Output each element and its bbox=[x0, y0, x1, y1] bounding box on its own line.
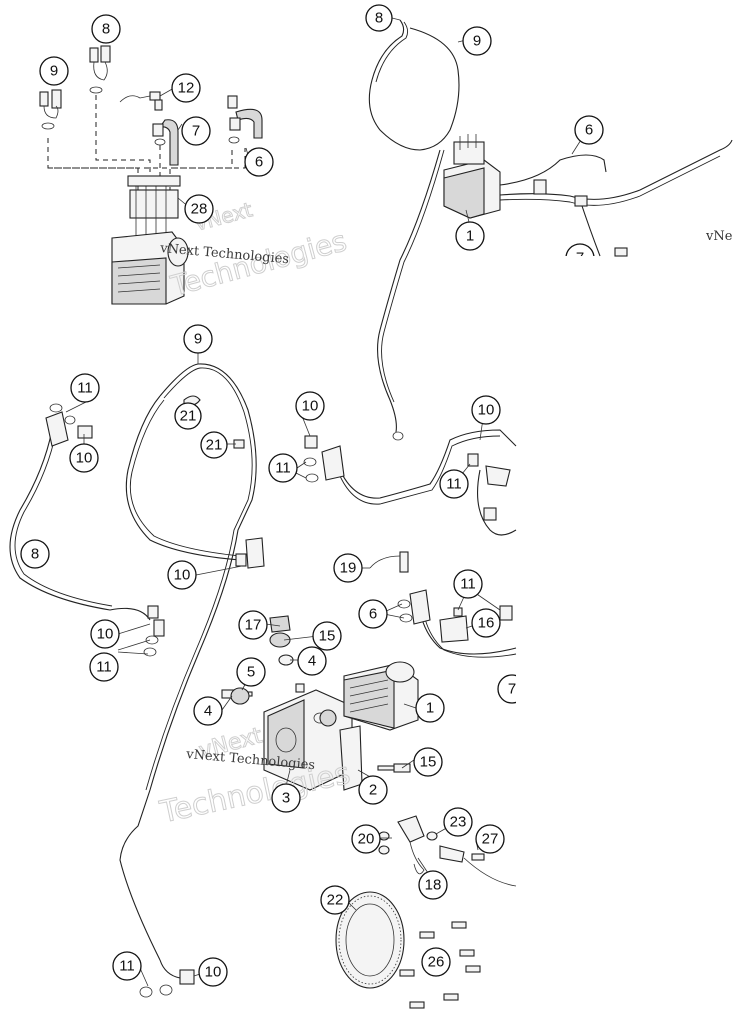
svg-text:21: 21 bbox=[206, 437, 223, 454]
svg-text:11: 11 bbox=[460, 576, 476, 593]
callout-19[interactable]: 11 bbox=[439, 469, 469, 499]
svg-text:17: 17 bbox=[245, 617, 262, 634]
callout-10[interactable]: 10 bbox=[69, 443, 99, 473]
callout-7[interactable]: 7 bbox=[181, 116, 211, 146]
svg-text:7: 7 bbox=[576, 250, 584, 267]
svg-text:20: 20 bbox=[358, 831, 375, 848]
callout-11[interactable]: 11 bbox=[268, 453, 298, 483]
callout-1[interactable]: 1 bbox=[455, 221, 485, 251]
callout-17[interactable]: 16 bbox=[471, 608, 501, 638]
main-view bbox=[9, 363, 517, 1009]
svg-text:10: 10 bbox=[76, 450, 93, 467]
callout-5[interactable]: 4 bbox=[297, 646, 327, 676]
top-left-inset bbox=[39, 45, 263, 305]
callout-16[interactable]: 11 bbox=[453, 569, 483, 599]
svg-text:12: 12 bbox=[178, 80, 195, 97]
svg-text:10: 10 bbox=[478, 402, 495, 419]
callout-2[interactable]: 2 bbox=[358, 775, 388, 805]
svg-text:9: 9 bbox=[50, 63, 58, 80]
svg-text:10: 10 bbox=[97, 626, 114, 643]
callout-9[interactable]: 9 bbox=[39, 56, 69, 86]
svg-text:1: 1 bbox=[426, 700, 434, 717]
callout-28[interactable]: 28 bbox=[184, 194, 214, 224]
svg-text:3: 3 bbox=[282, 790, 290, 807]
callout-11[interactable]: 6 bbox=[358, 599, 388, 629]
callout-23[interactable]: 23 bbox=[443, 807, 473, 837]
callout-12[interactable]: 12 bbox=[171, 73, 201, 103]
svg-text:10: 10 bbox=[205, 964, 222, 981]
callout-21[interactable]: 21 bbox=[174, 402, 202, 430]
svg-text:6: 6 bbox=[369, 606, 377, 623]
svg-text:8: 8 bbox=[375, 10, 383, 27]
svg-text:19: 19 bbox=[340, 560, 357, 577]
callout-11[interactable]: 11 bbox=[89, 652, 119, 682]
svg-text:11: 11 bbox=[96, 659, 112, 676]
callout-6[interactable]: 6 bbox=[244, 147, 274, 177]
svg-text:11: 11 bbox=[275, 460, 291, 477]
callout-10[interactable]: 10 bbox=[295, 391, 325, 421]
callout-11[interactable]: 11 bbox=[112, 951, 142, 981]
callout-4[interactable]: 15 bbox=[312, 621, 342, 651]
callout-10[interactable]: 10 bbox=[198, 957, 228, 987]
top-right-inset: vNe bbox=[368, 19, 733, 441]
callout-18[interactable]: 18 bbox=[418, 870, 448, 900]
svg-text:15: 15 bbox=[319, 628, 336, 645]
callout-7-clipped[interactable]: 7 bbox=[497, 674, 526, 704]
callout-22[interactable]: 22 bbox=[320, 885, 350, 915]
svg-text:28: 28 bbox=[191, 201, 208, 218]
svg-text:4: 4 bbox=[308, 653, 316, 670]
svg-text:2: 2 bbox=[369, 782, 377, 799]
callout-8[interactable]: 8 bbox=[91, 14, 121, 44]
svg-text:1: 1 bbox=[466, 228, 474, 245]
callout-15[interactable]: 4 bbox=[193, 696, 223, 726]
svg-text:18: 18 bbox=[425, 877, 442, 894]
callout-9[interactable]: 9 bbox=[183, 324, 213, 354]
svg-text:vNe: vNe bbox=[705, 229, 733, 244]
callout-11[interactable]: 11 bbox=[70, 373, 100, 403]
callout-8[interactable]: 8 bbox=[365, 4, 393, 32]
svg-text:7: 7 bbox=[508, 681, 516, 698]
callout-15[interactable]: 17 bbox=[238, 610, 268, 640]
svg-text:5: 5 bbox=[247, 664, 255, 681]
callout-4[interactable]: 5 bbox=[236, 657, 266, 687]
callout-10[interactable]: 10 bbox=[167, 560, 197, 590]
callout-1[interactable]: 1 bbox=[415, 693, 445, 723]
svg-text:8: 8 bbox=[102, 21, 110, 38]
svg-text:9: 9 bbox=[473, 33, 481, 50]
svg-text:23: 23 bbox=[450, 814, 467, 831]
svg-text:21: 21 bbox=[180, 408, 197, 425]
svg-text:26: 26 bbox=[428, 954, 445, 971]
callout-10[interactable]: 10 bbox=[90, 619, 120, 649]
callout-21[interactable]: 21 bbox=[200, 431, 228, 459]
callout-15[interactable]: 15 bbox=[413, 747, 443, 777]
callout-8[interactable]: 8 bbox=[20, 539, 50, 569]
callout-6[interactable]: 6 bbox=[574, 115, 604, 145]
svg-text:7: 7 bbox=[192, 123, 200, 140]
callout-27[interactable]: 27 bbox=[475, 824, 505, 854]
svg-text:16: 16 bbox=[478, 615, 495, 632]
svg-text:11: 11 bbox=[446, 476, 462, 493]
svg-text:11: 11 bbox=[77, 380, 93, 397]
svg-text:27: 27 bbox=[482, 831, 499, 848]
callout-26[interactable]: 26 bbox=[421, 947, 451, 977]
svg-text:22: 22 bbox=[327, 892, 344, 909]
leader-lines bbox=[65, 17, 587, 987]
callout-6[interactable]: 10 bbox=[471, 395, 501, 425]
svg-text:8: 8 bbox=[31, 546, 39, 563]
svg-text:10: 10 bbox=[174, 567, 191, 584]
svg-text:10: 10 bbox=[302, 398, 319, 415]
callout-9[interactable]: 9 bbox=[462, 26, 492, 56]
svg-text:6: 6 bbox=[255, 154, 263, 171]
svg-text:9: 9 bbox=[194, 331, 202, 348]
svg-text:6: 6 bbox=[585, 122, 593, 139]
svg-text:15: 15 bbox=[420, 754, 437, 771]
svg-text:11: 11 bbox=[119, 958, 135, 975]
callout-12[interactable]: 19 bbox=[333, 553, 363, 583]
callout-7-clipped[interactable]: 7 bbox=[565, 243, 595, 272]
callout-3[interactable]: 3 bbox=[271, 783, 301, 813]
svg-text:4: 4 bbox=[204, 703, 212, 720]
callout-20[interactable]: 20 bbox=[351, 824, 381, 854]
